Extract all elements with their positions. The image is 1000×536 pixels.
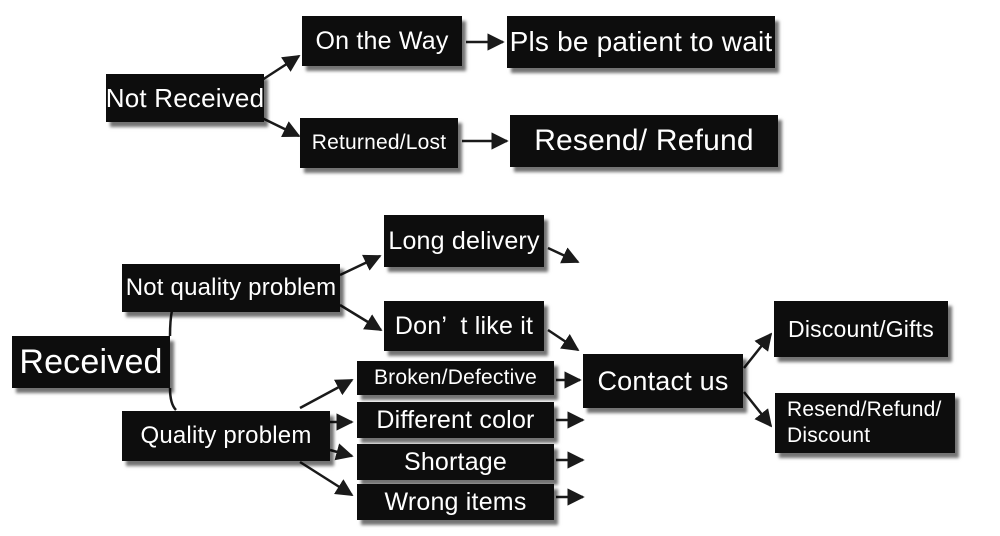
resend-refund-discount-line1: Resend/Refund/	[787, 398, 942, 421]
arrow-notreceived-returned	[261, 116, 301, 138]
node-different-color: Different color	[357, 402, 554, 438]
node-discount-gifts: Discount/Gifts	[774, 301, 948, 357]
arrow-longdelivery-out	[547, 246, 580, 264]
arrow-contact-resend	[743, 391, 773, 428]
node-shortage: Shortage	[357, 444, 554, 480]
node-quality-problem: Quality problem	[122, 411, 330, 461]
node-not-quality-problem: Not quality problem	[122, 264, 340, 312]
arrow-quality-wrong	[299, 460, 354, 497]
arrow-quality-shortage	[329, 443, 354, 461]
node-dont-like-it: Don’ t like it	[384, 301, 544, 351]
node-resend-refund-discount: Resend/Refund/ Discount	[775, 393, 955, 453]
node-contact-us: Contact us	[583, 354, 743, 408]
node-pls-be-patient: Pls be patient to wait	[507, 16, 775, 68]
node-on-the-way: On the Way	[302, 16, 462, 66]
arrow-notreceived-ontheway	[261, 54, 301, 82]
arrow-contact-discount	[743, 332, 773, 369]
arrow-dontlike-contact	[547, 328, 580, 352]
arrow-notquality-dontlike	[339, 303, 383, 332]
node-resend-refund: Resend/ Refund	[510, 115, 778, 167]
node-received: Received	[12, 336, 170, 388]
node-wrong-items: Wrong items	[357, 484, 554, 520]
node-returned-lost: Returned/Lost	[300, 118, 458, 168]
node-long-delivery: Long delivery	[384, 215, 544, 267]
arrow-notquality-longdelivery	[339, 254, 382, 277]
arrow-quality-broken	[299, 378, 354, 410]
node-broken-defective: Broken/Defective	[357, 361, 554, 395]
resend-refund-discount-line2: Discount	[787, 424, 871, 447]
line-received-quality	[168, 387, 177, 411]
node-not-received: Not Received	[106, 74, 264, 122]
